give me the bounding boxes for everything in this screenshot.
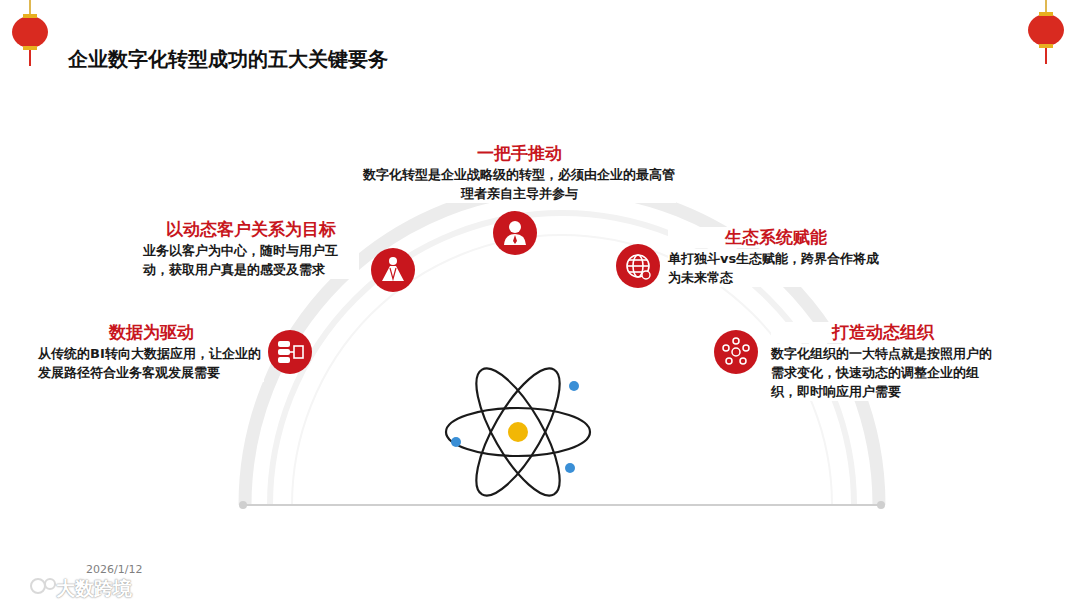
task-heading: 数据为驱动 [38,322,264,343]
organization-icon [714,330,758,374]
watermark: 大数跨境 [56,576,132,602]
task-heading: 生态系统赋能 [668,227,884,248]
customer-icon [371,248,415,292]
key-task-node: 打造动态组织数字化组织的一大特点就是按照用户的需求变化，快速动态的调整企业的组织… [771,322,995,404]
lantern-decoration [1028,0,1064,64]
key-task-node: 生态系统赋能单打独斗vs生态赋能，跨界合作将成为未来常态 [668,227,884,290]
atom-symbol [446,358,590,507]
task-heading: 一把手推动 [362,143,676,164]
task-description: 业务以客户为中心，随时与用户互动，获取用户真是的感受及需求 [143,241,359,279]
database-icon [268,330,312,374]
task-description: 单打独斗vs生态赋能，跨界合作将成为未来常态 [668,249,884,287]
task-description: 数字化组织的一大特点就是按照用户的需求变化，快速动态的调整企业的组织，即时响应用… [771,344,995,401]
page-title: 企业数字化转型成功的五大关键要务 [68,46,388,73]
task-heading: 打造动态组织 [771,322,995,343]
key-task-node: 以动态客户关系为目标业务以客户为中心，随时与用户互动，获取用户真是的感受及需求 [143,219,359,282]
base-dot [877,501,885,509]
task-description: 数字化转型是企业战略级的转型，必须由企业的最高管理者亲自主导并参与 [362,165,676,203]
date-label: 2026/1/12 [86,563,142,576]
key-task-node: 数据为驱动从传统的BI转向大数据应用，让企业的发展路径符合业务客观发展需要 [38,322,264,385]
base-line [243,504,881,506]
task-description: 从传统的BI转向大数据应用，让企业的发展路径符合业务客观发展需要 [38,344,264,382]
globe-icon [616,244,660,288]
watermark-logo [31,579,55,593]
lantern-decoration [12,0,48,66]
leader-icon [493,211,537,255]
base-dot [239,501,247,509]
task-heading: 以动态客户关系为目标 [143,219,359,240]
key-task-node: 一把手推动数字化转型是企业战略级的转型，必须由企业的最高管理者亲自主导并参与 [362,143,676,206]
